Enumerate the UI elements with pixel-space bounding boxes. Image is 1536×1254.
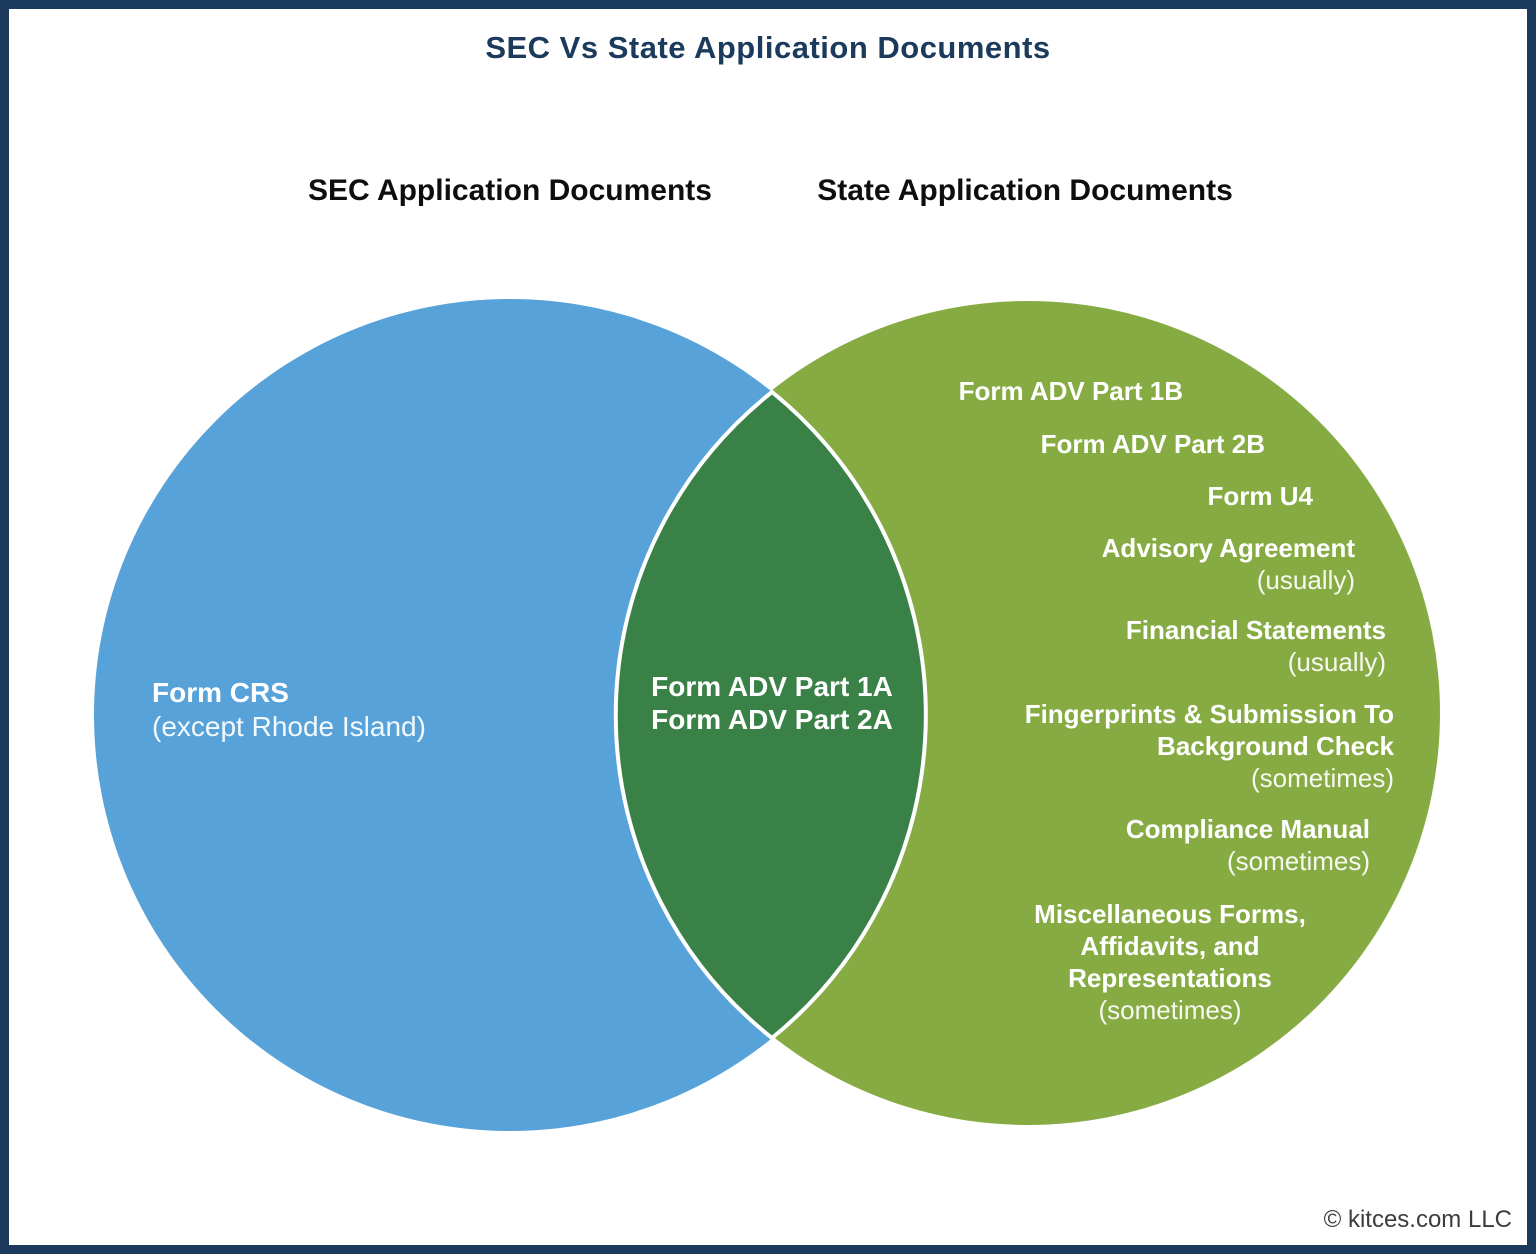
state-item-miscellaneous-forms: Miscellaneous Forms, Affidavits, and Rep… (1010, 898, 1330, 1026)
state-item-qualifier: (usually) (1287, 647, 1386, 677)
sec-item-form-crs: Form CRS (except Rhode Island) (152, 676, 426, 744)
state-item-financial-statements: Financial Statements (usually) (1126, 614, 1386, 678)
sec-item-qualifier: (except Rhode Island) (152, 711, 426, 742)
state-item-label: Miscellaneous Forms, Affidavits, and Rep… (1034, 899, 1306, 993)
sec-column-heading: SEC Application Documents (308, 174, 712, 207)
state-item-qualifier: (sometimes) (1250, 763, 1394, 793)
state-item-qualifier: (usually) (1256, 565, 1355, 595)
state-item-label: Form ADV Part 2B (1040, 429, 1265, 459)
state-column-heading: State Application Documents (817, 174, 1233, 207)
state-item-form-u4: Form U4 (1208, 480, 1313, 512)
state-item-qualifier: (sometimes) (1226, 846, 1370, 876)
state-item-label: Financial Statements (1125, 615, 1386, 645)
state-item-label: Form ADV Part 1B (958, 376, 1183, 406)
state-item-form-adv-1b: Form ADV Part 1B (959, 375, 1183, 407)
overlap-items: Form ADV Part 1A Form ADV Part 2A (572, 670, 972, 736)
state-item-label: Fingerprints & Submission To Background … (1024, 699, 1394, 761)
state-item-label: Form U4 (1207, 481, 1313, 511)
state-item-compliance-manual: Compliance Manual (sometimes) (1126, 813, 1370, 877)
state-item-advisory-agreement: Advisory Agreement (usually) (1102, 532, 1355, 596)
state-item-form-adv-2b: Form ADV Part 2B (1041, 428, 1265, 460)
state-item-label: Advisory Agreement (1101, 533, 1355, 563)
copyright-credit: © kitces.com LLC (1323, 1206, 1512, 1233)
overlap-lens (613, 389, 928, 1041)
sec-item-label: Form CRS (152, 677, 289, 708)
overlap-item-label: Form ADV Part 1A (651, 671, 893, 702)
page-title: SEC Vs State Application Documents (485, 30, 1051, 65)
state-item-label: Compliance Manual (1125, 814, 1370, 844)
state-item-qualifier: (sometimes) (1098, 995, 1242, 1025)
state-item-fingerprints-background-check: Fingerprints & Submission To Background … (1009, 698, 1394, 794)
overlap-item-label: Form ADV Part 2A (651, 704, 893, 735)
